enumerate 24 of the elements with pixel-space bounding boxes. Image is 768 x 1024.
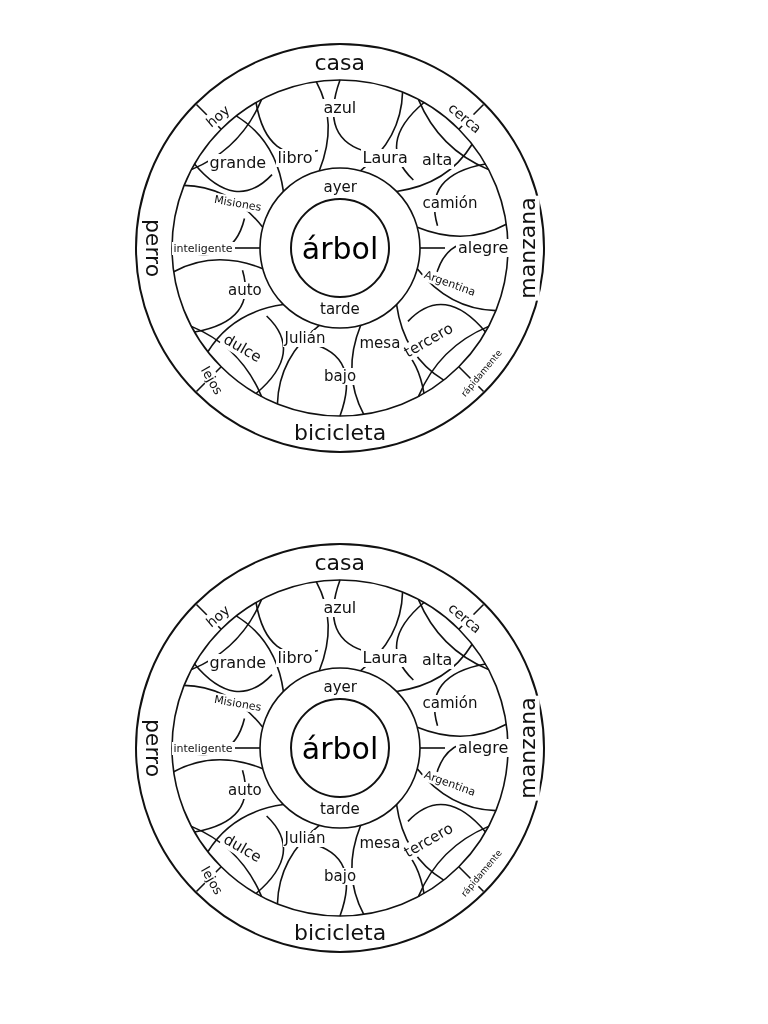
wheel-word: Laura bbox=[360, 649, 410, 667]
wheel-word: inteligente bbox=[171, 741, 235, 755]
wheel-word: alegre bbox=[456, 739, 511, 757]
wheel-word: alegre bbox=[456, 239, 511, 257]
wheel-word: Julián bbox=[282, 829, 328, 847]
wheel-word: camión bbox=[420, 694, 480, 712]
center-word: árbol bbox=[290, 198, 390, 298]
wheel-word: auto bbox=[226, 281, 264, 299]
wheel-word: grande bbox=[207, 154, 269, 172]
wheel-word: auto bbox=[226, 781, 264, 799]
center-word: árbol bbox=[290, 698, 390, 798]
word-wheel bbox=[135, 543, 545, 953]
wheel-word: libro bbox=[275, 149, 315, 167]
wheel-word: grande bbox=[207, 654, 269, 672]
wheel-word: bajo bbox=[322, 367, 359, 385]
word-wheel bbox=[135, 43, 545, 453]
wheel-word: alta bbox=[420, 651, 455, 669]
wheel-word: Laura bbox=[360, 149, 410, 167]
wheel-word: camión bbox=[420, 194, 480, 212]
wheel-word: Julián bbox=[282, 329, 328, 347]
wheel-word: libro bbox=[275, 649, 315, 667]
wheel-word: alta bbox=[420, 151, 455, 169]
wheel-word: inteligente bbox=[171, 241, 235, 255]
wheel-word: bajo bbox=[322, 867, 359, 885]
